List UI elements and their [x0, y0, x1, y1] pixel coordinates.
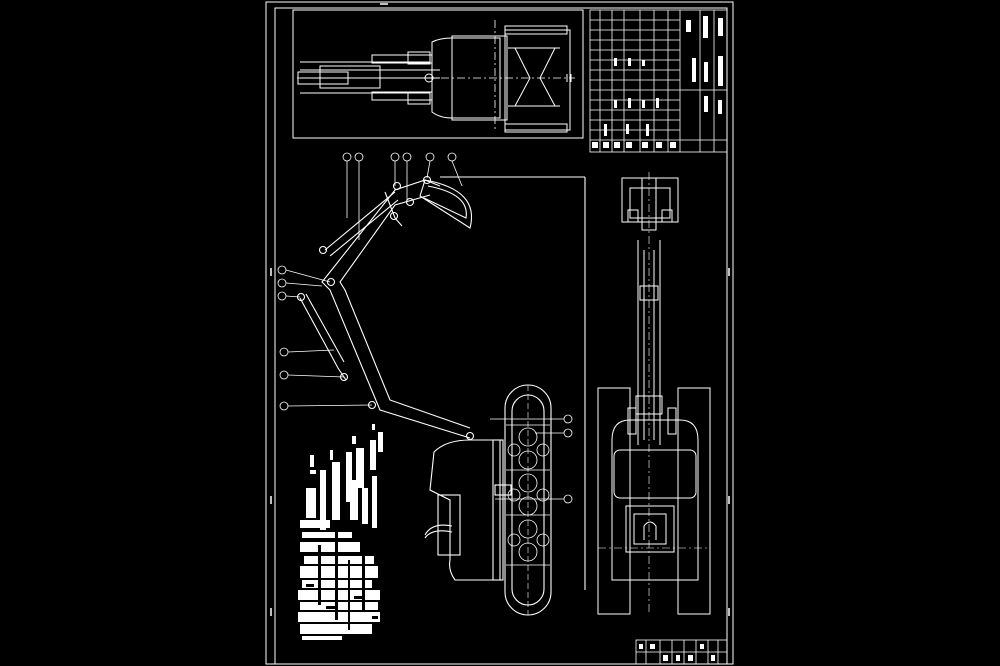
sheet-inner-frame: [274, 7, 728, 665]
technical-notes: [298, 424, 383, 640]
side-view-arm: [296, 175, 586, 590]
front-view: [597, 172, 711, 615]
part-balloons: [277, 152, 573, 504]
notes-gaps: [306, 530, 378, 630]
revision-strip: [635, 639, 728, 665]
border-tick-marks: [270, 3, 730, 616]
title-block: [589, 9, 728, 153]
top-view: [292, 9, 584, 139]
side-view-body: [424, 384, 552, 616]
